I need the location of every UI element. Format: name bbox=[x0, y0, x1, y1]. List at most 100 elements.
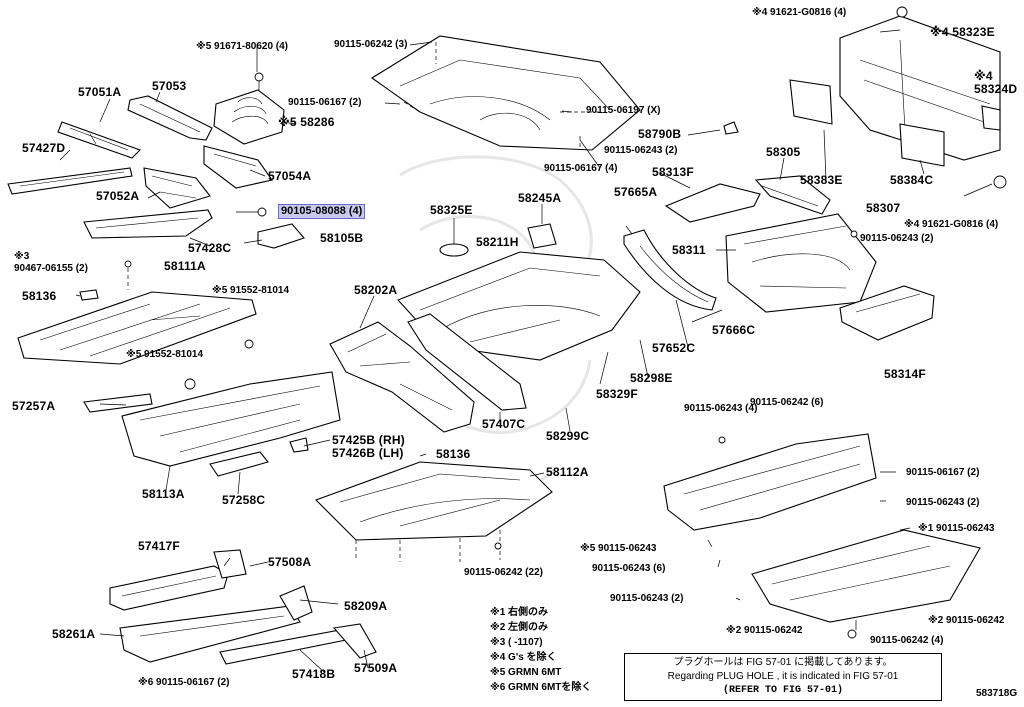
notice-english: Regarding PLUG HOLE , it is indicated in… bbox=[667, 671, 899, 682]
label-58298E[interactable]: 58298E bbox=[630, 371, 673, 385]
label-90115-06242-4[interactable]: 90115-06242 (4) bbox=[870, 635, 944, 646]
label-90115-06197[interactable]: 90115-06197 (X) bbox=[586, 105, 661, 116]
label-57257A[interactable]: 57257A bbox=[12, 399, 56, 413]
part-58307-drawing bbox=[789, 6, 1007, 197]
part-57053-drawing bbox=[127, 95, 213, 141]
label-91621-G0816-top[interactable]: ※4 91621-G0816 (4) bbox=[752, 7, 847, 18]
label-57054A[interactable]: 57054A bbox=[268, 169, 312, 183]
label-57052A[interactable]: 57052A bbox=[96, 189, 140, 203]
notice-refer-link[interactable]: (REFER TO FIG 57-01) bbox=[722, 685, 844, 696]
label-90115-06243-2c[interactable]: 90115-06243 (2) bbox=[906, 497, 980, 508]
label-91552-81014-b[interactable]: ※5 91552-81014 bbox=[126, 349, 204, 360]
label-58111A[interactable]: 58111A bbox=[164, 259, 206, 273]
label-57417F[interactable]: 57417F bbox=[138, 539, 180, 553]
label-57407C[interactable]: 57407C bbox=[482, 417, 526, 431]
label-90115-06243-n1[interactable]: ※1 90115-06243 bbox=[918, 523, 995, 534]
label-58105B[interactable]: 58105B bbox=[320, 231, 364, 245]
label-90115-06243-2a[interactable]: 90115-06243 (2) bbox=[604, 145, 678, 156]
label-58790B[interactable]: 58790B bbox=[638, 127, 682, 141]
part-57054A-drawing bbox=[203, 145, 273, 189]
notice-japanese: プラグホールは FIG 57-01 に掲載してあります。 bbox=[673, 657, 893, 668]
label-57053[interactable]: 57053 bbox=[152, 79, 187, 93]
label-58323E[interactable]: ※4 58323E bbox=[930, 25, 995, 39]
label-91671-80620[interactable]: ※5 91671-80620 (4) bbox=[196, 41, 289, 52]
label-57418B[interactable]: 57418B bbox=[292, 667, 336, 681]
label-58245A[interactable]: 58245A bbox=[518, 191, 562, 205]
label-90115-06167-2b[interactable]: 90115-06167 (2) bbox=[906, 467, 980, 478]
label-91621-G0816-bot[interactable]: ※4 91621-G0816 (4) bbox=[904, 219, 999, 230]
label-58112A[interactable]: 58112A bbox=[546, 465, 589, 479]
part-57418B-drawing bbox=[219, 623, 377, 665]
part-58314F-drawing bbox=[839, 285, 935, 341]
label-58209A[interactable]: 58209A bbox=[344, 599, 388, 613]
label-90115-06242-22[interactable]: 90115-06242 (22) bbox=[464, 567, 543, 578]
label-57051A[interactable]: 57051A bbox=[78, 85, 122, 99]
label-90115-06167-4[interactable]: 90115-06167 (4) bbox=[544, 163, 618, 174]
part-58211H-drawing bbox=[397, 223, 641, 361]
part-58261A-drawing bbox=[119, 585, 313, 663]
note-6: ※6 GRMN 6MTを除く bbox=[490, 682, 592, 693]
label-58202A[interactable]: 58202A bbox=[354, 283, 398, 297]
part-57417F-drawing bbox=[109, 549, 247, 611]
label-90115-06243-2d[interactable]: 90115-06243 (2) bbox=[610, 593, 684, 604]
label-57427D[interactable]: 57427D bbox=[22, 141, 66, 155]
part-58202A-drawing bbox=[329, 321, 475, 433]
label-90115-06243-4[interactable]: 90115-06243 (4) bbox=[684, 403, 758, 414]
label-90115-06242-n2b[interactable]: ※2 90115-06242 bbox=[928, 615, 1005, 626]
label-90115-06243-6[interactable]: 90115-06243 (6) bbox=[592, 563, 666, 574]
label-58211H[interactable]: 58211H bbox=[476, 235, 519, 249]
part-58113A-drawing bbox=[83, 339, 341, 467]
label-58313F[interactable]: 58313F bbox=[652, 165, 694, 179]
label-57652C[interactable]: 57652C bbox=[652, 341, 696, 355]
label-57665A[interactable]: 57665A bbox=[614, 185, 658, 199]
label-58299C[interactable]: 58299C bbox=[546, 429, 590, 443]
label-58384C[interactable]: 58384C bbox=[890, 173, 934, 187]
label-57666C[interactable]: 57666C bbox=[712, 323, 756, 337]
label-91552-81014-a[interactable]: ※5 91552-81014 bbox=[212, 285, 290, 296]
label-58136-a[interactable]: 58136 bbox=[22, 289, 57, 303]
part-58311-drawing bbox=[725, 213, 877, 313]
label-90115-06167-2a[interactable]: 90115-06167 (2) bbox=[288, 97, 362, 108]
label-57428C[interactable]: 57428C bbox=[188, 241, 232, 255]
label-90115-06167-2c[interactable]: ※6 90115-06167 (2) bbox=[138, 677, 230, 688]
part-57052A-drawing bbox=[143, 167, 211, 209]
part-58111A-drawing bbox=[17, 260, 257, 365]
part-57051A-drawing bbox=[57, 121, 142, 159]
label-90105-08088-highlighted[interactable]: 90105-08088 (4) bbox=[278, 204, 366, 219]
label-57425B[interactable]: 57425B (RH) bbox=[332, 433, 405, 447]
label-note3[interactable]: ※3 bbox=[14, 251, 30, 262]
label-90115-06243-2b[interactable]: 90115-06243 (2) bbox=[860, 233, 934, 244]
label-58136-b[interactable]: 58136 bbox=[436, 447, 471, 461]
label-57258C[interactable]: 57258C bbox=[222, 493, 266, 507]
label-58261A[interactable]: 58261A bbox=[52, 627, 96, 641]
label-57509A[interactable]: 57509A bbox=[354, 661, 398, 675]
label-90115-06242-6[interactable]: 90115-06242 (6) bbox=[750, 397, 824, 408]
label-58113A[interactable]: 58113A bbox=[142, 487, 185, 501]
label-58325E[interactable]: 58325E bbox=[430, 203, 473, 217]
note-2: ※2 左側のみ bbox=[490, 622, 549, 633]
label-58307[interactable]: 58307 bbox=[866, 201, 901, 215]
label-58329F[interactable]: 58329F bbox=[596, 387, 638, 401]
label-90467-06155[interactable]: 90467-06155 (2) bbox=[14, 263, 88, 274]
label-58305[interactable]: 58305 bbox=[766, 145, 801, 159]
part-57427D-drawing bbox=[7, 167, 133, 195]
note-3: ※3 ( -1107) bbox=[490, 637, 543, 648]
part-58286-drawing bbox=[213, 72, 285, 145]
part-58305-drawing bbox=[754, 175, 831, 215]
label-58324D[interactable]: ※4 58324D bbox=[974, 69, 1018, 96]
part-58112A-drawing bbox=[315, 461, 553, 562]
upper-rear-floor-drawing bbox=[371, 35, 641, 151]
label-57426B[interactable]: 57426B (LH) bbox=[332, 446, 404, 460]
note-1: ※1 右側のみ bbox=[490, 607, 549, 618]
label-58311[interactable]: 58311 bbox=[672, 243, 706, 257]
label-90115-06242-n2a[interactable]: ※2 90115-06242 bbox=[726, 625, 803, 636]
label-90115-06243-n5[interactable]: ※5 90115-06243 bbox=[580, 543, 657, 554]
label-58286[interactable]: ※5 58286 bbox=[278, 115, 335, 129]
note-4: ※4 G's を除く bbox=[490, 652, 557, 663]
part-57428C-drawing bbox=[83, 209, 213, 239]
label-57508A[interactable]: 57508A bbox=[268, 555, 312, 569]
label-58383E[interactable]: 58383E bbox=[800, 173, 843, 187]
label-90115-06242-3[interactable]: 90115-06242 (3) bbox=[334, 39, 408, 50]
label-58314F[interactable]: 58314F bbox=[884, 367, 926, 381]
